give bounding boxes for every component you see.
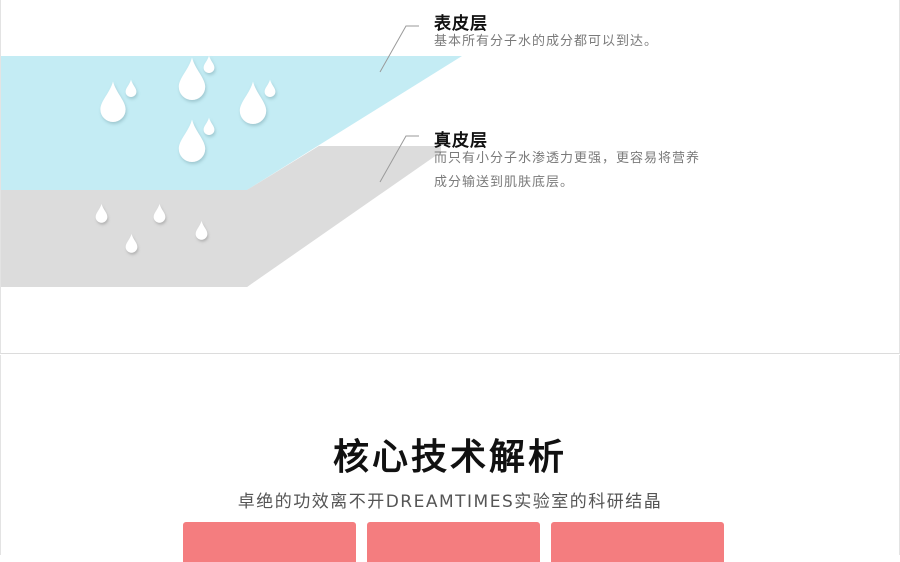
dermis-title: 真皮层 <box>434 131 488 151</box>
dermis-description-line1: 而只有小分子水渗透力更强，更容易将营养 <box>434 151 701 166</box>
skin-layer-illustration <box>1 25 462 287</box>
feature-card-1[interactable] <box>183 522 356 562</box>
dermis-description-line2: 成分输送到肌肤底层。 <box>434 175 575 190</box>
feature-card-2[interactable] <box>367 522 540 562</box>
core-technology-panel <box>0 355 900 555</box>
epidermis-description: 基本所有分子水的成分都可以到达。 <box>434 34 659 49</box>
feature-card-3[interactable] <box>551 522 724 562</box>
skin-layers-panel: 表皮层 基本所有分子水的成分都可以到达。 真皮层 而只有小分子水渗透力更强，更容… <box>0 0 900 354</box>
epidermis-leader-line <box>379 25 419 73</box>
epidermis-layer <box>1 56 462 190</box>
section-title: 核心技术解析 <box>332 437 567 478</box>
section-subtitle: 卓绝的功效离不开DREAMTIMES实验室的科研结晶 <box>237 492 663 512</box>
dermis-leader-line <box>379 135 419 183</box>
epidermis-title: 表皮层 <box>434 14 488 34</box>
